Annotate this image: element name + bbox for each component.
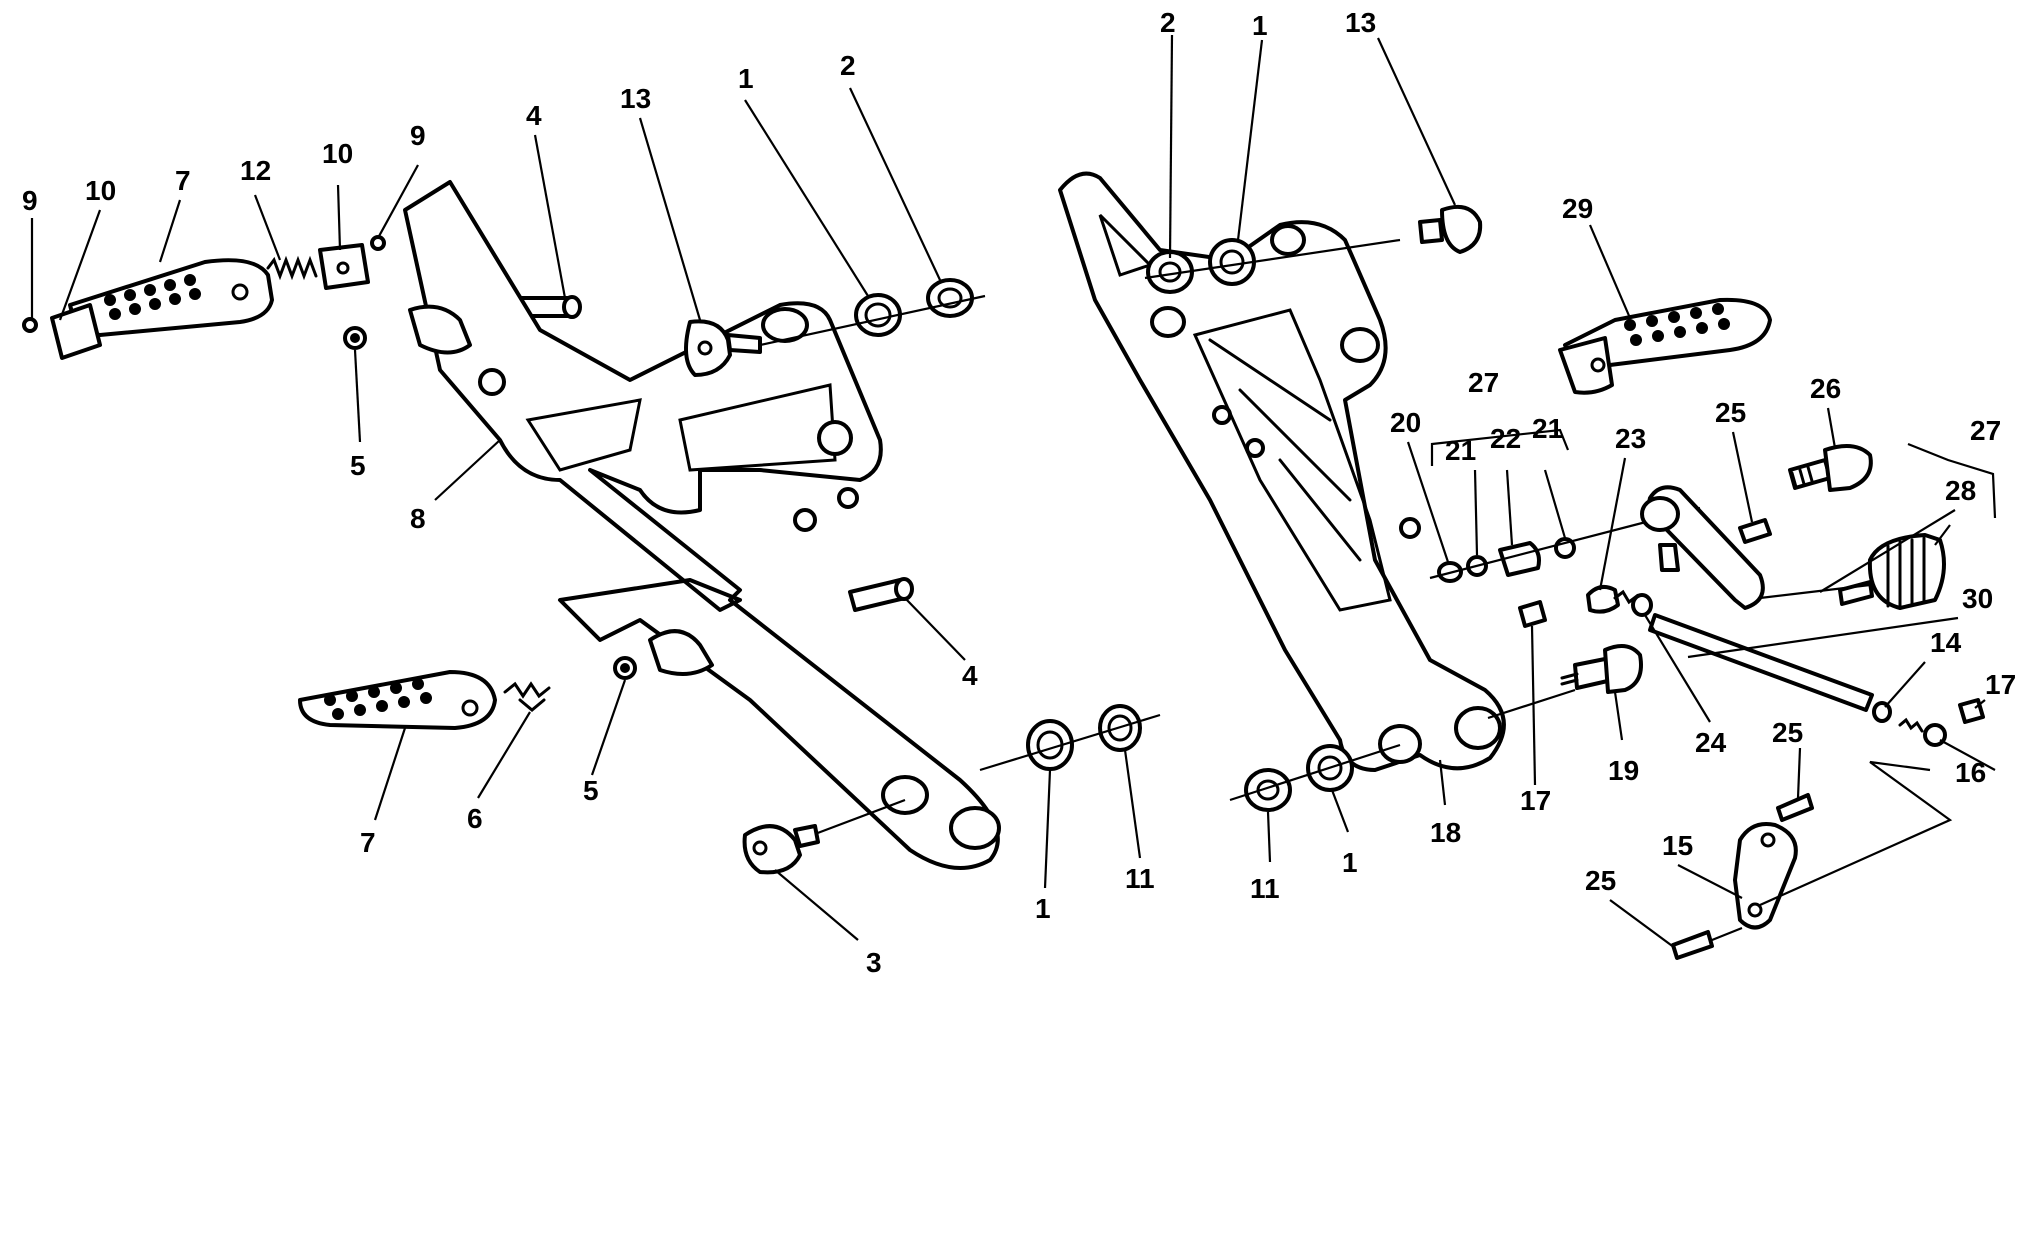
brace-15 bbox=[1759, 760, 1953, 907]
callout-9b: 9 bbox=[410, 120, 426, 151]
bushing-1-lower bbox=[1026, 719, 1074, 771]
callout-11b: 11 bbox=[1250, 873, 1280, 904]
callout-28: 28 bbox=[1945, 475, 1976, 506]
bracket-8 bbox=[403, 180, 1000, 870]
callout-2a: 2 bbox=[840, 50, 856, 81]
plate-10 bbox=[318, 243, 370, 290]
callout-1d: 1 bbox=[1342, 847, 1358, 878]
bolt-25-linkage bbox=[1776, 793, 1814, 822]
callout-29: 29 bbox=[1562, 193, 1593, 224]
pin-19 bbox=[1560, 644, 1643, 694]
callout-3: 3 bbox=[866, 947, 882, 978]
callout-1b: 1 bbox=[1035, 893, 1051, 924]
callout-8: 8 bbox=[410, 503, 426, 534]
bushing-22 bbox=[1498, 541, 1541, 577]
callout-1c: 1 bbox=[1252, 10, 1268, 41]
callout-5b: 5 bbox=[583, 775, 599, 806]
callout-25a: 25 bbox=[1715, 397, 1746, 428]
bolt-13-right bbox=[1418, 205, 1483, 254]
brace-27-right bbox=[1907, 442, 1997, 519]
callout-10b: 10 bbox=[322, 138, 353, 169]
footpeg-right bbox=[1558, 297, 1772, 395]
callout-13a: 13 bbox=[620, 83, 651, 114]
callout-21b: 21 bbox=[1532, 413, 1563, 444]
callout-14: 14 bbox=[1930, 627, 1962, 658]
left-callouts: 9 10 7 12 10 9 4 13 1 2 5 8 4 7 6 5 1 11… bbox=[22, 50, 1155, 978]
bolt-25-upper bbox=[1738, 518, 1772, 544]
spring-12 bbox=[266, 255, 318, 281]
callout-7a: 7 bbox=[175, 165, 191, 196]
right-callouts: 2 1 13 29 27 20 21 22 21 23 25 26 27 28 … bbox=[1160, 7, 2016, 904]
left-leaders bbox=[30, 87, 1142, 941]
nut-17-upper bbox=[1518, 600, 1547, 628]
bolt-16 bbox=[1898, 717, 1924, 733]
callout-11a: 11 bbox=[1125, 863, 1155, 894]
callout-12: 12 bbox=[240, 155, 271, 186]
callout-21a: 21 bbox=[1445, 435, 1476, 466]
callout-17b: 17 bbox=[1520, 785, 1551, 816]
bolt-3 bbox=[742, 824, 820, 875]
callout-4b: 4 bbox=[962, 660, 978, 691]
ball-9 bbox=[370, 235, 386, 251]
callout-19: 19 bbox=[1608, 755, 1639, 786]
right-leaders bbox=[1168, 34, 1996, 949]
callout-10a: 10 bbox=[85, 175, 116, 206]
footpeg-lower-left bbox=[298, 670, 497, 730]
gear-pedal-lever bbox=[1640, 485, 1765, 610]
callout-22: 22 bbox=[1490, 423, 1521, 454]
rubber-28 bbox=[1838, 533, 1946, 610]
callout-23: 23 bbox=[1615, 423, 1646, 454]
brace-27-left bbox=[1430, 428, 1570, 466]
washer-2-upper bbox=[926, 278, 974, 318]
right-footrest-assembly: 2 1 13 29 27 20 21 22 21 23 25 26 27 28 … bbox=[1058, 7, 2016, 960]
callout-17a: 17 bbox=[1985, 669, 2016, 700]
callout-26: 26 bbox=[1810, 373, 1841, 404]
callout-30: 30 bbox=[1962, 583, 1993, 614]
callout-20: 20 bbox=[1390, 407, 1421, 438]
rod-30 bbox=[1648, 613, 1874, 712]
callout-18: 18 bbox=[1430, 817, 1461, 848]
callout-25b: 25 bbox=[1772, 717, 1803, 748]
callout-7b: 7 bbox=[360, 827, 376, 858]
callout-27b: 27 bbox=[1970, 415, 2001, 446]
callout-24: 24 bbox=[1695, 727, 1727, 758]
washer-11-right bbox=[1244, 768, 1292, 812]
part-23 bbox=[1586, 584, 1620, 614]
spring-6 bbox=[503, 681, 551, 712]
callout-25c: 25 bbox=[1585, 865, 1616, 896]
washer-24 bbox=[1631, 593, 1653, 617]
callout-13b: 13 bbox=[1345, 7, 1376, 38]
callout-4a: 4 bbox=[526, 100, 542, 131]
callout-5a: 5 bbox=[350, 450, 366, 481]
linkage-15 bbox=[1733, 822, 1798, 930]
footpeg-upper-left bbox=[50, 258, 274, 360]
pivot-bolt-26 bbox=[1788, 444, 1873, 492]
callout-9a: 9 bbox=[22, 185, 38, 216]
callout-1a: 1 bbox=[738, 63, 754, 94]
callout-2b: 2 bbox=[1160, 7, 1176, 38]
callout-27a: 27 bbox=[1468, 367, 1499, 398]
bracket-right bbox=[1058, 171, 1506, 772]
bolt-25-lower bbox=[1671, 930, 1714, 960]
callout-16: 16 bbox=[1955, 757, 1986, 788]
callout-6: 6 bbox=[467, 803, 483, 834]
ball-9-left bbox=[22, 317, 38, 333]
left-footrest-assembly: 9 10 7 12 10 9 4 13 1 2 5 8 4 7 6 5 1 11… bbox=[22, 50, 1161, 978]
bolt-13-left bbox=[684, 319, 762, 377]
callout-15: 15 bbox=[1662, 830, 1693, 861]
